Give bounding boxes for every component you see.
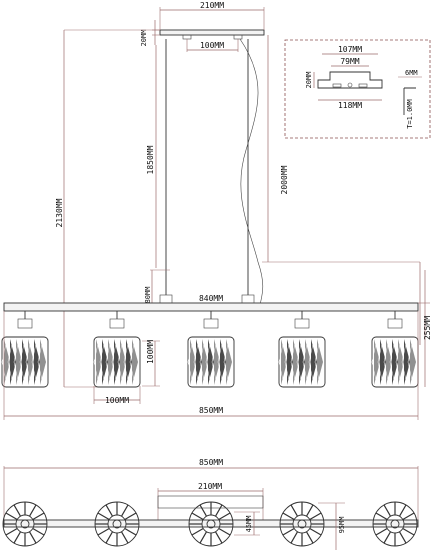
plan-shade-depth-label: 45MM	[245, 516, 253, 533]
plan-depth-label: 95MM	[338, 517, 346, 534]
shade-width-label: 100MM	[105, 396, 129, 405]
crystal-shade	[278, 311, 326, 388]
canopy-height-dimension	[152, 20, 160, 45]
bracket-total-length-label: 118MM	[338, 101, 362, 110]
plan-canopy-dimension	[157, 488, 264, 525]
bar-height-dimension	[150, 269, 170, 308]
bracket-detail-box	[284, 39, 431, 139]
plan-canopy-width-label: 210MM	[198, 482, 222, 491]
crystal-shade	[187, 311, 235, 388]
shades-front-view	[1, 311, 419, 388]
plan-depth-dimensions	[234, 502, 345, 550]
crystal-shade-plan	[2, 501, 48, 547]
canopy-width-label: 210MM	[200, 1, 224, 10]
cable-length-label: 1850MM	[146, 145, 155, 174]
crystal-shade-plan	[94, 501, 140, 547]
bracket-outer-length-label: 107MM	[338, 45, 362, 54]
bracket-height-label: 20MM	[305, 72, 313, 89]
crystal-shade-plan	[372, 501, 418, 547]
total-width-label: 850MM	[199, 406, 223, 415]
bracket-flange-label: 6MM	[405, 69, 418, 77]
crystal-shade-plan	[188, 501, 234, 547]
shade-width-dimension	[93, 386, 141, 404]
bar-height-label: 80MM	[144, 287, 152, 304]
total-width-dimension	[3, 311, 419, 420]
crystal-shade	[371, 311, 419, 388]
drop-height-dimension	[418, 270, 430, 387]
mount-spacing-label: 100MM	[200, 41, 224, 50]
canopy-height-label: 20MM	[140, 30, 148, 47]
ceiling-canopy	[159, 29, 265, 40]
shade-height-label: 100MM	[146, 340, 155, 364]
wire-length-dimension	[262, 35, 421, 345]
plan-total-width-label: 850MM	[199, 458, 223, 467]
canopy-width-dimension	[159, 7, 265, 30]
bracket-slot-length-label: 79MM	[340, 57, 359, 66]
crystal-shade	[93, 311, 141, 388]
plan-total-width-dimension	[3, 466, 419, 520]
overall-height-dimension	[63, 29, 160, 388]
shades-plan-view	[2, 501, 418, 547]
crystal-shade	[1, 311, 49, 388]
mount-spacing-dimension	[186, 39, 239, 52]
bar-length-label: 840MM	[199, 294, 223, 303]
wire-length-label: 2000MM	[280, 165, 289, 194]
crystal-shade-plan	[279, 501, 325, 547]
bracket-hole	[347, 82, 353, 88]
overall-height-label: 2130MM	[55, 198, 64, 227]
suspension-cables	[165, 38, 264, 306]
bracket-thickness-label: T=1.0MM	[406, 99, 414, 129]
shade-height-dimension	[142, 340, 160, 387]
plan-bar	[3, 519, 419, 528]
drop-height-label: 255MM	[423, 316, 432, 340]
